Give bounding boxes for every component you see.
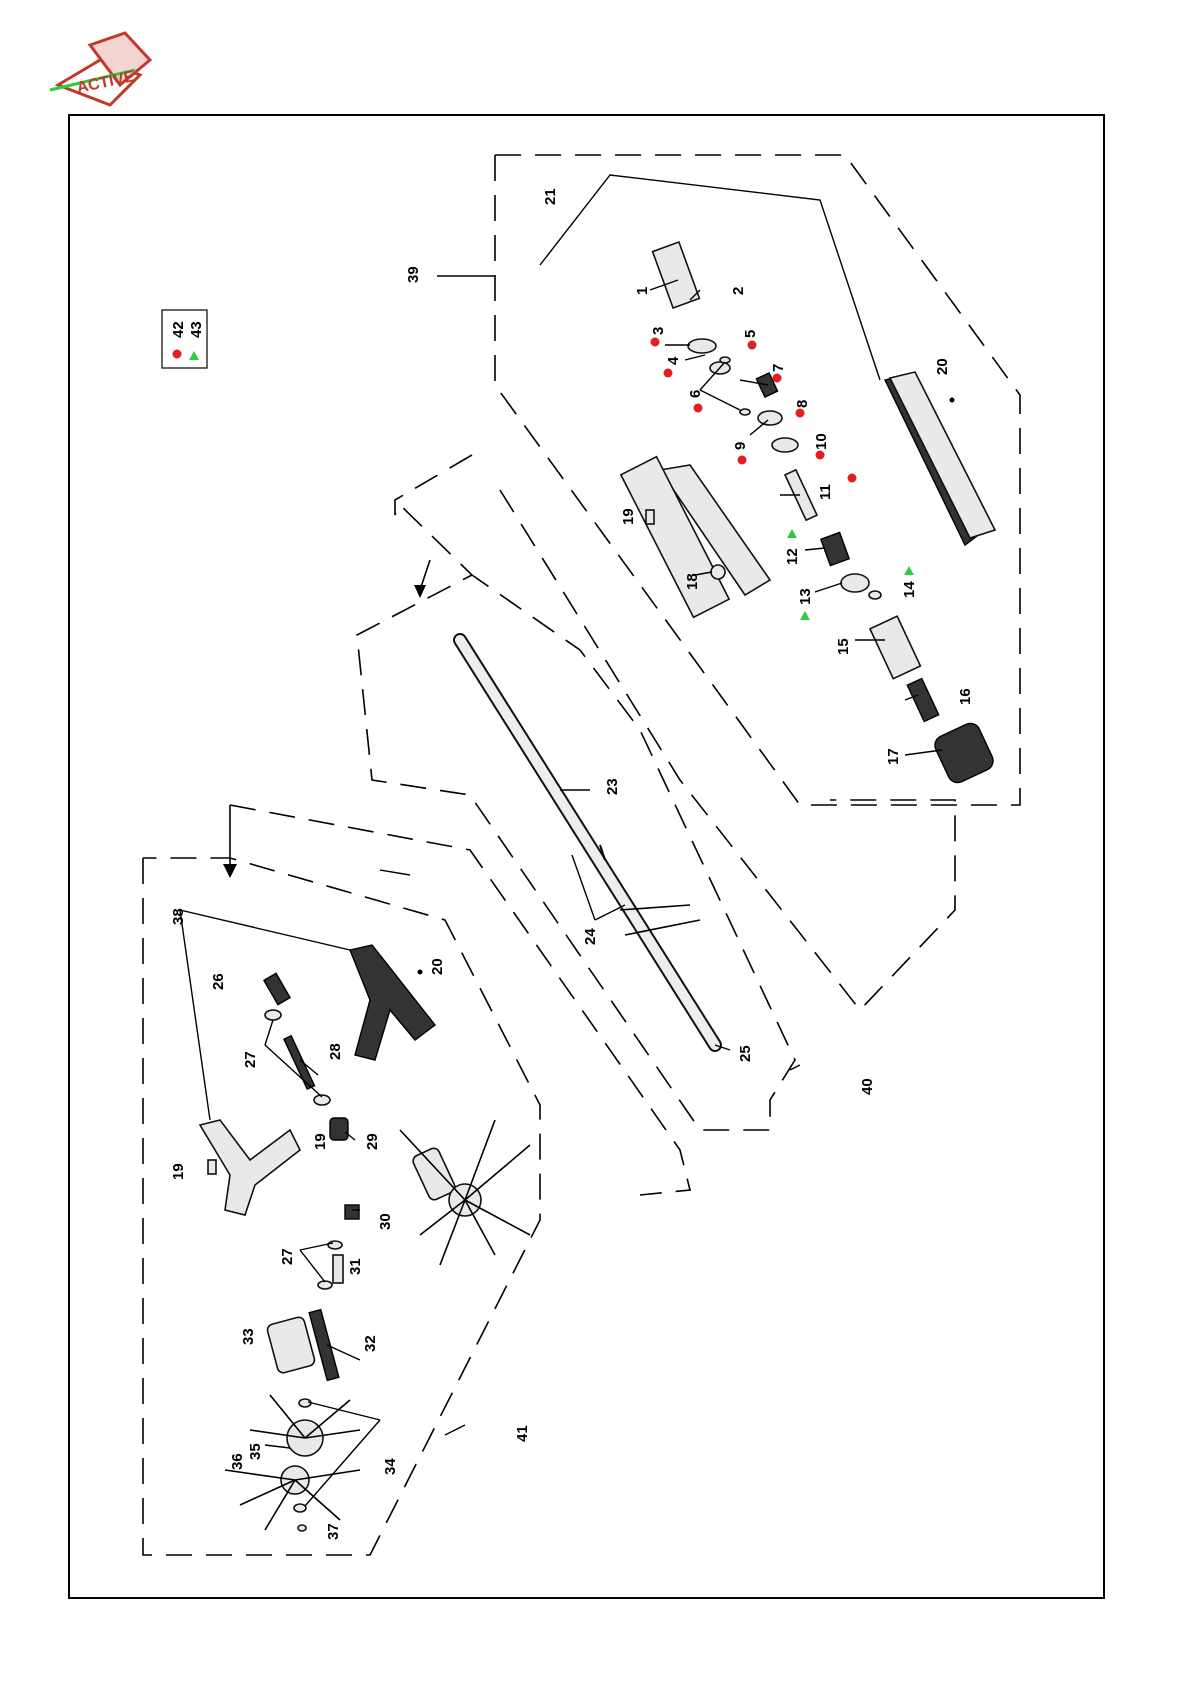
callout-1: 1: [634, 287, 651, 295]
handle-grip: [890, 372, 995, 538]
part-28-pin: [284, 1036, 314, 1089]
arrow-down-icon: [414, 585, 426, 598]
part-29-knob: [330, 1118, 348, 1140]
part-19-screw-b: [208, 1160, 216, 1174]
group-boundary-41b: [230, 805, 690, 1195]
star-head-upper: [400, 1120, 530, 1265]
part-32-shaft: [309, 1310, 339, 1381]
callout-25: 25: [737, 1045, 754, 1062]
callout-4: 4: [665, 356, 682, 365]
callout-7: 7: [770, 364, 787, 372]
callout-37: 37: [325, 1523, 342, 1540]
callout-15: 15: [835, 638, 852, 655]
callout-9: 9: [732, 442, 749, 450]
callout-35: 35: [247, 1443, 264, 1460]
callout-27-lower: 27: [279, 1248, 296, 1265]
callout-34: 34: [382, 1458, 399, 1475]
callout-21: 21: [542, 188, 559, 205]
callout-18: 18: [684, 573, 701, 590]
callout-3: 3: [650, 327, 667, 335]
callout-27-upper: 27: [242, 1051, 259, 1068]
yoke-part-right: [350, 945, 435, 1060]
callout-11: 11: [817, 484, 834, 500]
part-26-spring: [264, 973, 290, 1004]
callout-23: 23: [604, 778, 621, 795]
callout-41: 41: [514, 1425, 531, 1442]
callout-20-upper: 20: [934, 358, 951, 375]
callout-31: 31: [347, 1258, 364, 1275]
part-17-knob: [932, 720, 997, 786]
part-27-washer-d: [318, 1281, 332, 1289]
callout-24: 24: [582, 928, 599, 945]
callout-29: 29: [364, 1133, 381, 1150]
red-dot-icon: [173, 350, 182, 359]
legend-label-42: 42: [170, 321, 187, 338]
callout-28: 28: [327, 1043, 344, 1060]
part-27-washer-c: [328, 1241, 342, 1249]
part-14-clip: [869, 591, 881, 599]
part-15-body: [870, 616, 920, 679]
callout-20-lower: 20: [429, 958, 446, 975]
part-37-screw: [298, 1525, 306, 1531]
part-13-ring: [841, 574, 869, 592]
callout-19-upper: 19: [620, 508, 637, 525]
part-18-nut: [711, 565, 725, 579]
part-30-nut: [345, 1205, 359, 1219]
callout-32: 32: [362, 1335, 379, 1352]
callout-8: 8: [794, 400, 811, 408]
callout-39: 39: [405, 266, 422, 283]
legend-label-43: 43: [188, 321, 205, 338]
callout-19-left: 19: [170, 1163, 187, 1180]
callout-40: 40: [859, 1078, 876, 1095]
callout-10: 10: [813, 433, 830, 450]
callout-14: 14: [901, 581, 918, 598]
part-33-housing: [266, 1316, 316, 1374]
part-34-cap-b: [294, 1504, 306, 1512]
part-19-screw: [646, 510, 654, 524]
callout-6: 6: [687, 390, 704, 398]
callout-19-mid: 19: [312, 1133, 329, 1150]
callout-5: 5: [742, 330, 759, 338]
callout-38: 38: [170, 908, 187, 925]
part-31-pin: [333, 1255, 343, 1283]
callout-26: 26: [210, 973, 227, 990]
callout-12: 12: [784, 548, 801, 565]
callout-36: 36: [229, 1453, 246, 1470]
part-10-cap: [772, 438, 798, 452]
callout-16: 16: [957, 688, 974, 705]
telescopic-pole: [460, 640, 715, 1045]
part-6-oring-b: [740, 409, 750, 415]
callout-17: 17: [885, 748, 902, 765]
callout-33: 33: [240, 1328, 257, 1345]
part-27-washer: [265, 1010, 281, 1020]
part-16-spring: [907, 678, 938, 721]
legend-box: [162, 310, 207, 368]
callout-13: 13: [797, 588, 814, 605]
callout-30: 30: [377, 1213, 394, 1230]
part-3-ring: [688, 339, 716, 353]
part-12-valve: [821, 532, 849, 565]
callout-2: 2: [730, 287, 747, 295]
part-8-washer: [758, 411, 782, 425]
arrow-down-icon: [223, 864, 237, 878]
